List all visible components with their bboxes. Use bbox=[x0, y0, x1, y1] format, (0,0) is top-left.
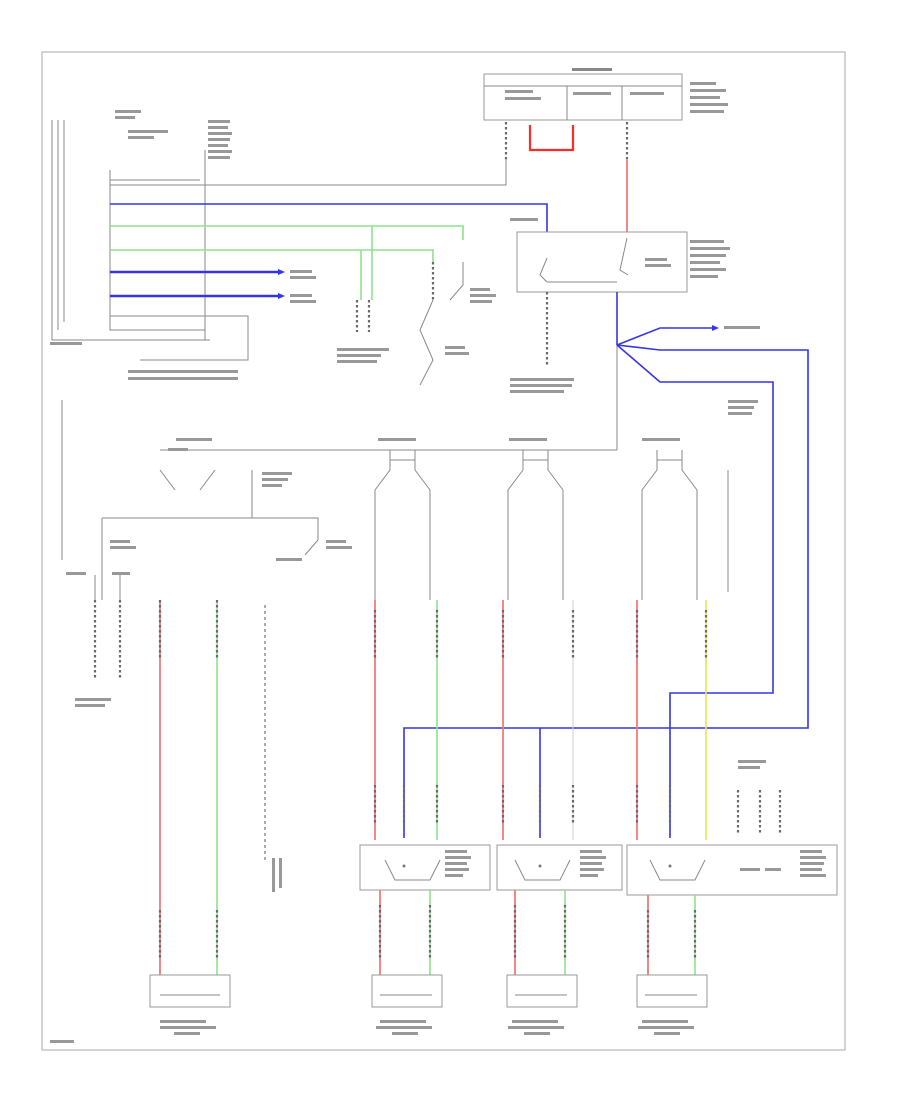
lock-switch-section bbox=[66, 469, 352, 707]
switch-stack-lr bbox=[374, 450, 431, 600]
switch-stack-rr bbox=[507, 450, 564, 600]
page-tag bbox=[50, 1040, 74, 1043]
right-front-motor bbox=[636, 974, 708, 1035]
left-front-motor bbox=[149, 974, 231, 1035]
right-rear-motor bbox=[506, 974, 578, 1035]
left-rear-motor bbox=[371, 974, 443, 1035]
driver-switch-block bbox=[50, 110, 232, 345]
fuse-panel bbox=[483, 68, 728, 121]
fuse-jumper-red bbox=[528, 125, 575, 152]
passenger-switch bbox=[510, 218, 730, 293]
diagram-frame bbox=[41, 51, 846, 1051]
lr-window-switch bbox=[359, 844, 491, 891]
rr-window-switch bbox=[496, 844, 623, 891]
wire-green-1 bbox=[110, 225, 464, 240]
switch-stack-rf bbox=[641, 400, 758, 600]
wire-green-2 bbox=[110, 249, 434, 262]
rf-window-switch bbox=[626, 760, 838, 896]
